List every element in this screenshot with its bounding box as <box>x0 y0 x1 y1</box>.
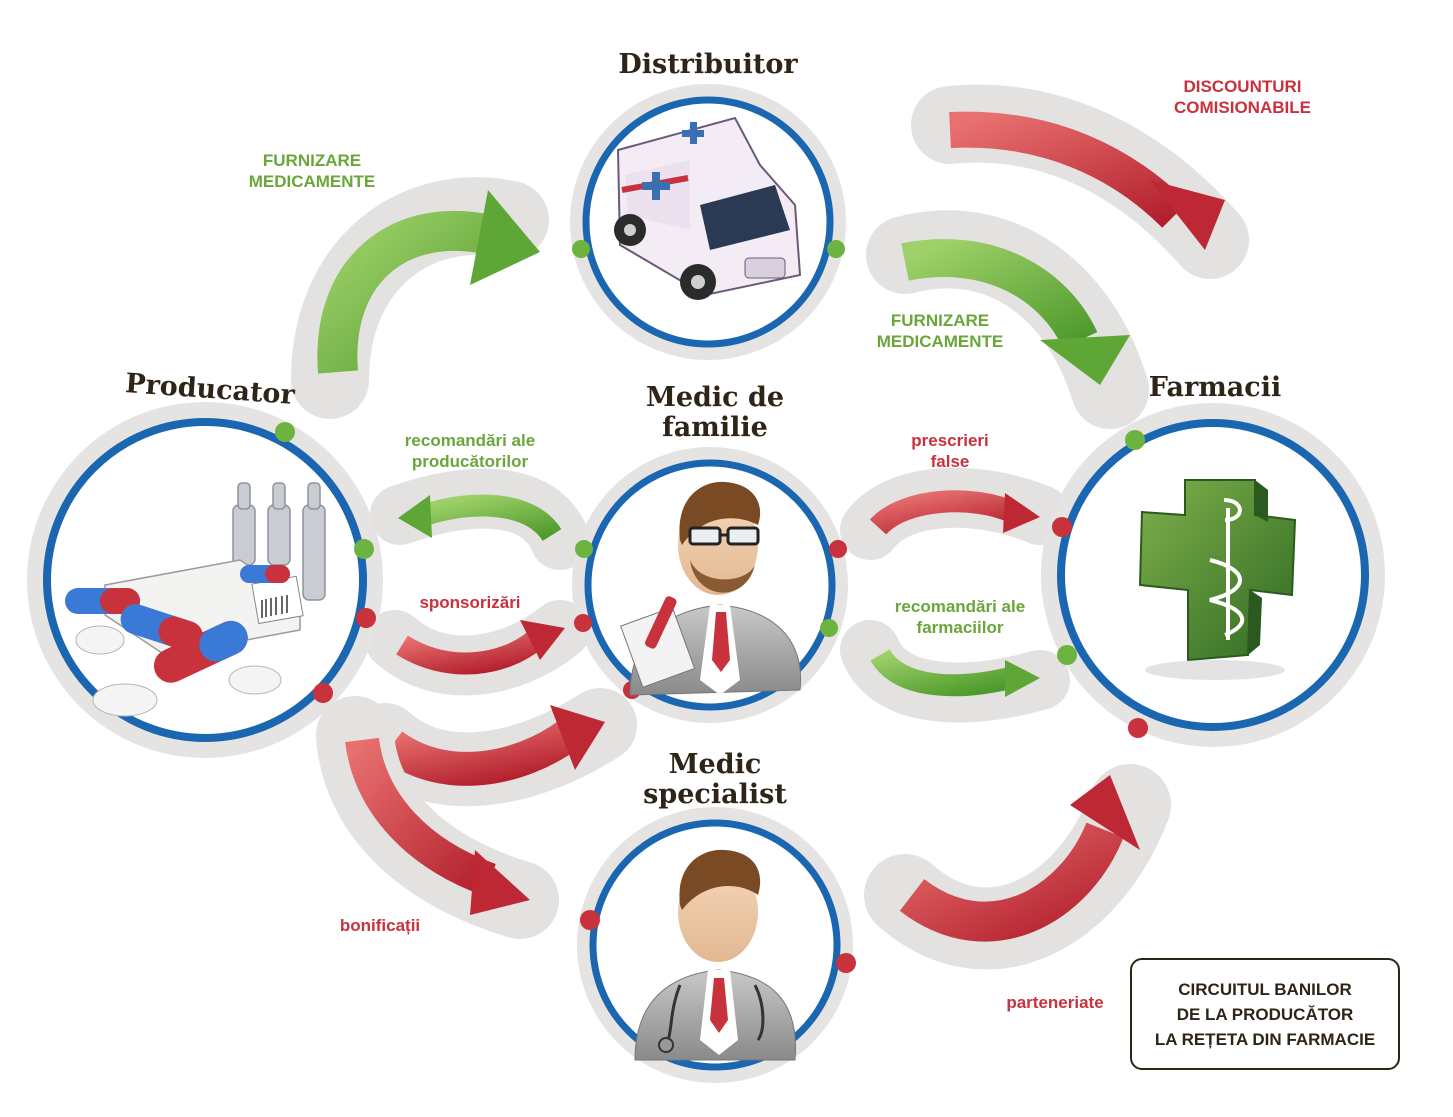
flow-label-line: recomandări ale <box>894 597 1026 616</box>
flow-label-line: COMISIONABILE <box>1174 98 1311 117</box>
flow-label-pharmacy-recommendations: recomandări ale farmaciilor <box>875 596 1045 638</box>
node-specialist-circle <box>577 807 856 1083</box>
flow-label-false-prescriptions: prescrieri false <box>880 430 1020 472</box>
flow-label-line: FURNIZARE <box>890 311 990 330</box>
flow-label-line: recomandări ale <box>404 431 536 450</box>
flow-label-line: MEDICAMENTE <box>248 172 376 191</box>
arrow-partnerships <box>864 764 1171 970</box>
flow-label-line: farmaciilor <box>916 618 1004 637</box>
arrow-commission-discounts <box>911 84 1249 279</box>
medicine-pills-icon <box>65 482 326 717</box>
flow-label-line: prescrieri <box>911 431 989 450</box>
caption-line1: CIRCUITUL BANILOR <box>1178 979 1352 999</box>
caption-line3: LA REȚETA DIN FARMACIE <box>1154 1029 1376 1049</box>
flow-label-line: producătorilor <box>411 452 529 471</box>
flow-label-line: FURNIZARE <box>262 151 362 170</box>
arrow-producer-recommendations <box>370 468 590 570</box>
arrow-supply-to-pharmacies <box>866 210 1149 429</box>
family-doctor-icon <box>620 481 802 696</box>
caption-box: CIRCUITUL BANILOR DE LA PRODUCĂTOR LA RE… <box>1130 958 1400 1070</box>
node-title-specialist-line1: Medic <box>668 749 762 780</box>
flow-label-bonuses: bonificații <box>339 916 421 935</box>
node-title-family-doctor-line1: Medic de <box>645 382 785 413</box>
node-family-doctor-circle <box>572 447 848 723</box>
node-distributor-circle <box>570 84 846 360</box>
pharmacy-cross-icon <box>1138 479 1297 680</box>
flow-label-supply-to-distributor: FURNIZARE MEDICAMENTE <box>232 150 392 192</box>
ambulance-icon <box>614 116 802 300</box>
node-producer-circle <box>27 402 383 758</box>
node-title-specialist: Medic specialist <box>620 750 810 810</box>
node-title-distributor: Distribuitor <box>618 49 798 80</box>
flow-label-line: false <box>930 452 970 471</box>
flow-label-line: MEDICAMENTE <box>876 332 1004 351</box>
specialist-doctor-icon <box>634 849 797 1061</box>
arrow-supply-to-distributor <box>291 177 549 419</box>
flow-label-supply-to-pharmacies: FURNIZARE MEDICAMENTE <box>860 310 1020 352</box>
arrow-bonuses <box>316 696 559 939</box>
node-title-family-doctor-line2: familie <box>662 412 768 443</box>
flow-label-producer-recommendations: recomandări ale producătorilor <box>385 430 555 472</box>
node-pharmacies-circle <box>1041 403 1385 747</box>
arrow-to-specialist <box>348 688 637 807</box>
node-title-specialist-line2: specialist <box>643 779 787 810</box>
flow-label-sponsorships: sponsorizări <box>419 593 521 612</box>
caption-line2: DE LA PRODUCĂTOR <box>1176 1004 1354 1024</box>
node-title-family-doctor: Medic de familie <box>620 383 810 443</box>
arrow-sponsorships <box>365 600 590 696</box>
flow-label-partnerships: parteneriate <box>1006 993 1104 1012</box>
flow-label-line: DISCOUNTURI <box>1183 77 1302 96</box>
node-title-pharmacies: Farmacii <box>1148 372 1282 403</box>
arrow-false-prescriptions <box>840 467 1070 560</box>
flow-label-commission-discounts: DISCOUNTURI COMISIONABILE <box>1160 76 1325 118</box>
arrow-pharmacy-recommendations <box>840 620 1070 723</box>
